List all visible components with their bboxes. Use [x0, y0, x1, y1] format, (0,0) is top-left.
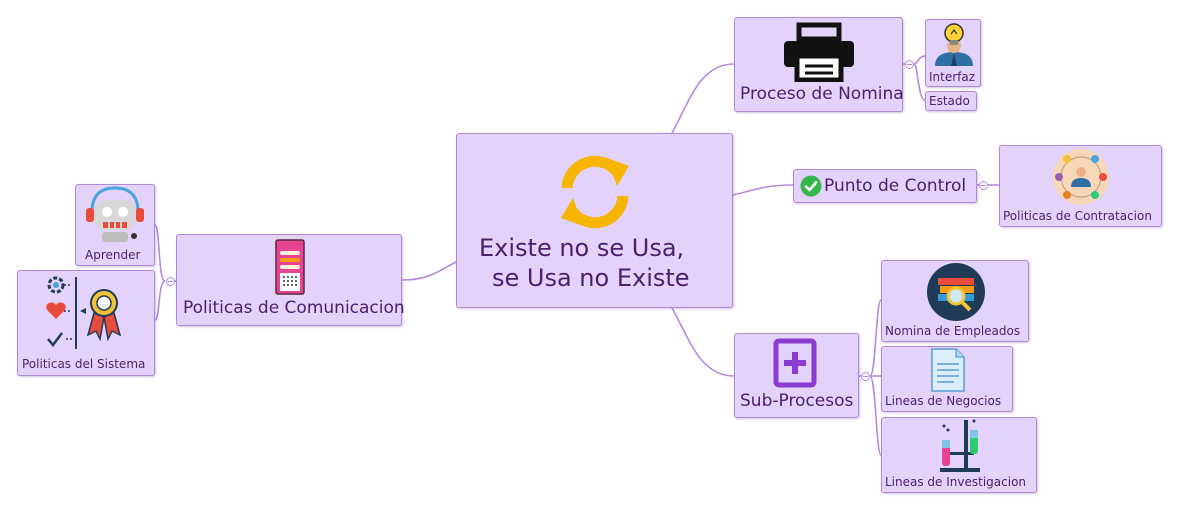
interfaz-node[interactable]: Interfaz: [925, 19, 981, 87]
sub-procesos-node[interactable]: Sub-Procesos: [734, 333, 859, 418]
lightbulb-person-icon: [935, 23, 973, 66]
politicas-comunicacion-node[interactable]: Politicas de Comunicacion: [176, 234, 405, 326]
test-tubes-icon: [940, 419, 980, 472]
add-document-icon: [773, 338, 817, 388]
printer-icon: [784, 22, 854, 82]
politicas-sistema-node[interactable]: Politicas del Sistema: [17, 270, 155, 376]
refresh-cycle-icon: [561, 155, 629, 229]
check-circle-icon: [800, 175, 822, 197]
punto-control-label: Punto de Control: [824, 176, 967, 196]
document-icon: [931, 348, 965, 392]
collapse-marker[interactable]: [979, 181, 988, 190]
collapse-marker[interactable]: [905, 60, 914, 69]
nomina-empleados-label: Nomina de Empleados: [885, 324, 1021, 338]
proceso-nomina-label: Proceso de Nomina: [740, 84, 904, 104]
lineas-negocios-label: Lineas de Negocios: [885, 394, 1002, 408]
proceso-nomina-node[interactable]: Proceso de Nomina: [734, 17, 904, 112]
nomina-empleados-node[interactable]: Nomina de Empleados: [881, 260, 1029, 342]
collapse-marker[interactable]: [166, 277, 175, 286]
punto-control-node[interactable]: Punto de Control: [793, 169, 977, 203]
estado-node[interactable]: Estado: [925, 91, 977, 111]
politicas-sistema-label: Politicas del Sistema: [22, 357, 146, 371]
politicas-contratacion-label: Politicas de Contratacion: [1003, 209, 1152, 223]
politicas-comunicacion-label: Politicas de Comunicacion: [183, 298, 405, 318]
aprender-label: Aprender: [85, 248, 141, 262]
lineas-investigacion-node[interactable]: Lineas de Investigacion: [881, 417, 1037, 493]
collapse-marker[interactable]: [861, 372, 870, 381]
politicas-contratacion-node[interactable]: Politicas de Contratacion: [999, 145, 1162, 227]
network-people-icon: [1053, 149, 1109, 205]
lineas-negocios-node[interactable]: Lineas de Negocios: [881, 346, 1013, 412]
central-topic-line-1: Existe no se Usa,: [479, 234, 685, 262]
lineas-investigacion-label: Lineas de Investigacion: [885, 475, 1027, 489]
interfaz-label: Interfaz: [929, 70, 976, 84]
gear-heart-award-icon: [46, 276, 122, 349]
central-topic-line-2: se Usa no Existe: [492, 264, 690, 292]
sub-procesos-label: Sub-Procesos: [740, 391, 854, 411]
books-magnifier-icon: [927, 263, 985, 321]
server-rack-icon: [275, 239, 305, 295]
estado-label: Estado: [929, 94, 970, 108]
aprender-node[interactable]: Aprender: [75, 184, 155, 266]
central-topic-node[interactable]: Existe no se Usa, se Usa no Existe: [456, 133, 733, 308]
robot-headset-icon: [86, 186, 144, 242]
